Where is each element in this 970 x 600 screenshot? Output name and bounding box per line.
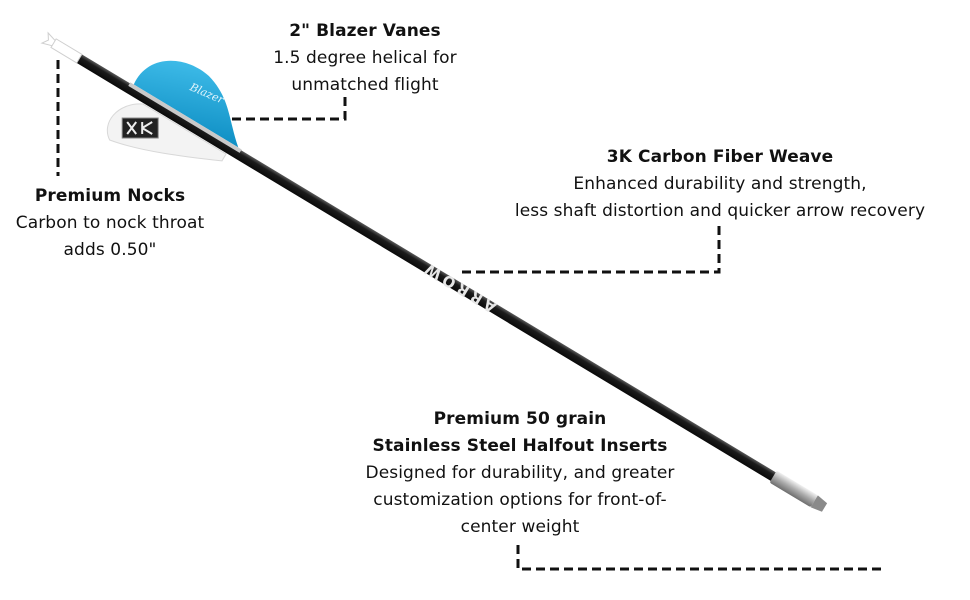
callout-subtitle: Stainless Steel Halfout Inserts: [372, 436, 668, 456]
nock: [40, 31, 83, 64]
leader-insert: [516, 545, 884, 571]
insert-tip: [810, 495, 828, 512]
callout-halfout-inserts: Premium 50 grain Stainless Steel Halfout…: [345, 406, 695, 541]
logo-icon: [121, 117, 159, 139]
callout-premium-nocks: Premium Nocks Carbon to nock throat adds…: [0, 183, 220, 264]
callout-title: Premium 50 grain: [433, 409, 607, 429]
leader-vanes: [232, 96, 347, 121]
carbon-shaft: [67, 48, 782, 485]
arrow-wrap: [128, 82, 242, 153]
callout-line: adds 0.50": [63, 240, 157, 260]
callout-line: customization options for front-of-: [373, 490, 667, 510]
callout-title: Premium Nocks: [34, 186, 186, 206]
blazer-vane: [133, 60, 239, 148]
callout-carbon-fiber: 3K Carbon Fiber Weave Enhanced durabilit…: [505, 144, 935, 225]
callout-line: unmatched flight: [291, 75, 439, 95]
callout-line: 1.5 degree helical for: [273, 48, 457, 68]
callout-blazer-vanes: 2" Blazer Vanes 1.5 degree helical for u…: [255, 18, 475, 99]
callout-line: Carbon to nock throat: [15, 213, 205, 233]
shaft-text: ARROW: [418, 258, 499, 317]
callout-line: center weight: [460, 517, 580, 537]
callout-line: Designed for durability, and greater: [365, 463, 675, 483]
halfout-insert: [770, 471, 818, 507]
callout-title: 3K Carbon Fiber Weave: [606, 147, 834, 167]
callout-title: 2" Blazer Vanes: [289, 21, 441, 41]
callout-line: less shaft distortion and quicker arrow …: [514, 201, 926, 221]
leader-carbon: [462, 226, 721, 274]
callout-line: Enhanced durability and strength,: [573, 174, 867, 194]
